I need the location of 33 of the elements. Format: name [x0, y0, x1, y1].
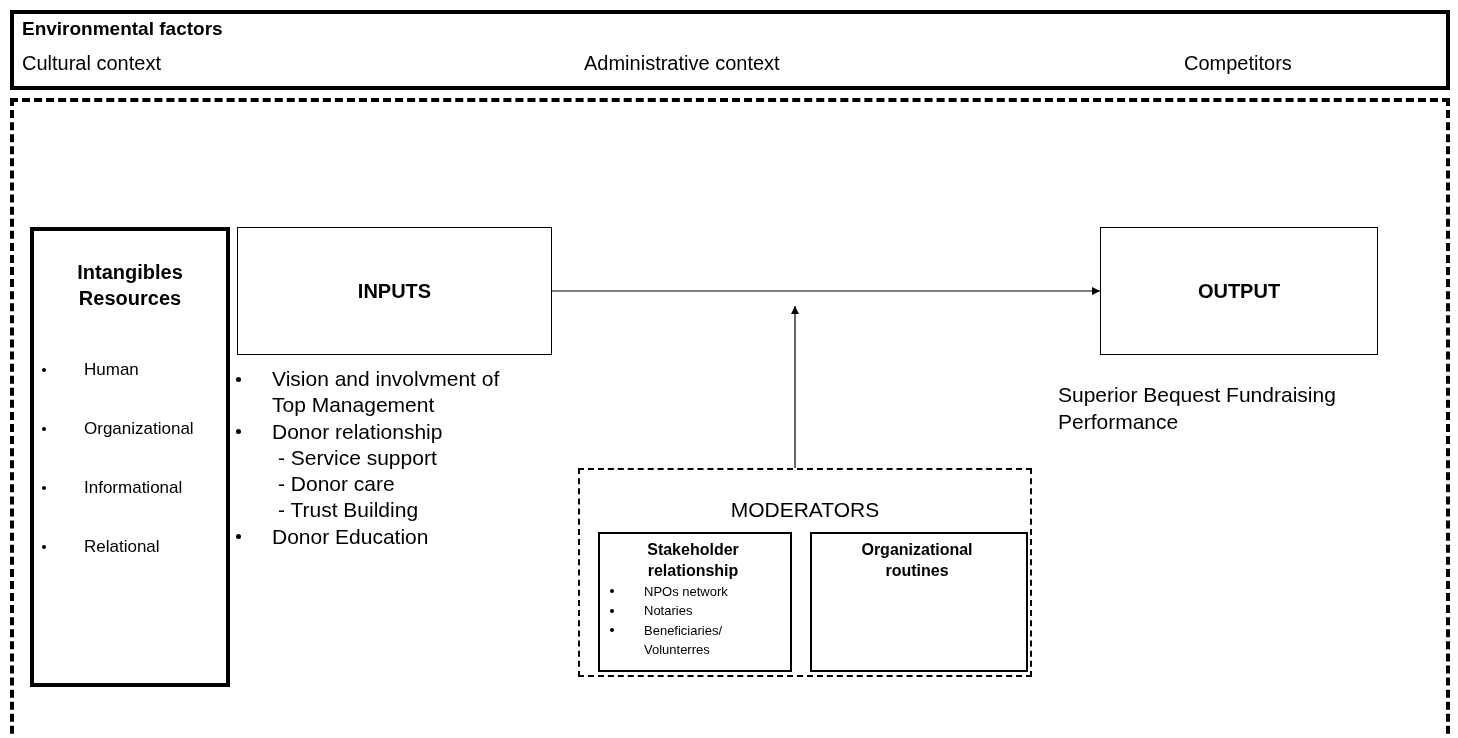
process-box [237, 227, 552, 355]
arrow [791, 305, 799, 469]
box-heading: Stakeholder relationship [646, 540, 740, 581]
box-title: INPUTS [357, 279, 432, 304]
moderator-box [578, 468, 1032, 677]
bullet-item: Informational [84, 477, 183, 499]
resource-box [30, 227, 230, 687]
box-title: OUTPUT [1197, 279, 1281, 304]
box-heading: Intangibles Resources [76, 260, 184, 311]
bullet-item: Vision and involvment of Top Management [272, 366, 501, 419]
bullet-item: NPOs network [644, 582, 728, 601]
bullet-item: Notaries [644, 602, 693, 621]
factor-label: Administrative context [584, 52, 780, 75]
context-box [10, 10, 1450, 90]
bullet-item: Donor Education [272, 523, 429, 550]
bullet-item: - Service support [278, 444, 437, 471]
bullet-item: - Donor care [278, 471, 395, 497]
bullet-item: Donor relationship [272, 418, 443, 445]
bullet-item: - Trust Building [278, 497, 419, 524]
bullet-item: Relational [84, 536, 160, 558]
bullet-item: Beneficiaries/ Volunterres [644, 621, 724, 660]
node-label: Superior Bequest Fundraising Performance [1058, 382, 1337, 436]
bullet-item: Human [84, 359, 139, 381]
factor-label: Cultural context [22, 52, 161, 75]
box-heading: Organizational routines [860, 540, 974, 581]
process-box [1100, 227, 1378, 355]
arrow [551, 287, 1101, 295]
moderator-item-box [598, 532, 792, 672]
bullet-item: Organizational [84, 418, 194, 440]
group-title: MODERATORS [730, 498, 880, 522]
moderator-item-box [810, 532, 1028, 672]
heading: Environmental factors [22, 18, 223, 40]
factor-label: Competitors [1184, 52, 1292, 75]
